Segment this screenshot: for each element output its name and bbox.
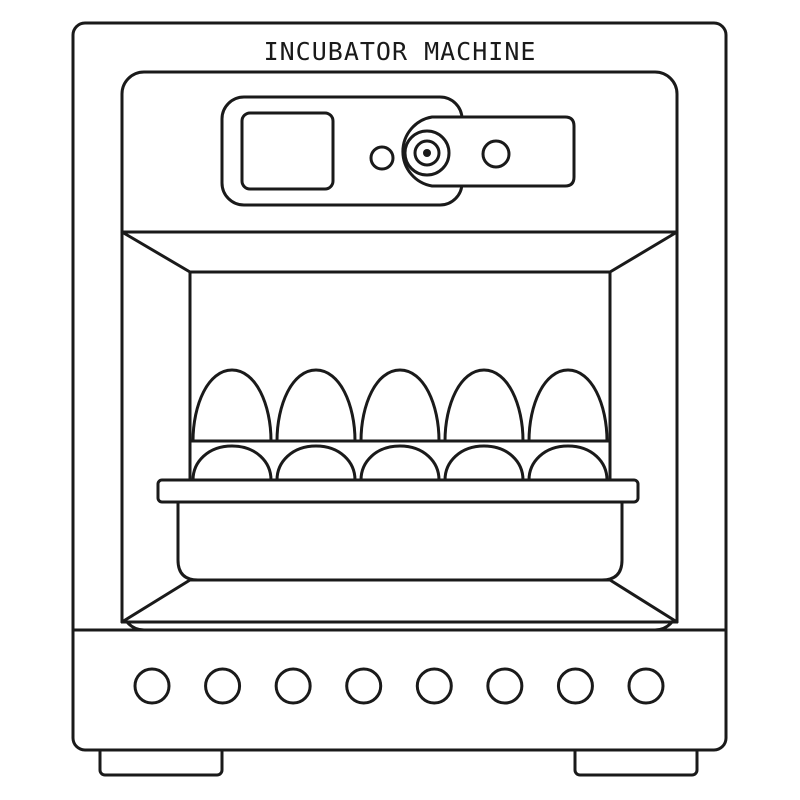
front-button-row xyxy=(133,667,665,705)
front-button-7[interactable] xyxy=(556,667,594,705)
dial-knob-ring xyxy=(413,139,441,167)
front-button-8[interactable] xyxy=(627,667,665,705)
small-knob-left[interactable] xyxy=(369,145,395,171)
front-control-strip xyxy=(71,628,728,705)
chamber-edge-bl xyxy=(120,578,192,624)
front-button-1[interactable] xyxy=(133,667,171,705)
small-knob-right[interactable] xyxy=(481,139,511,169)
egg xyxy=(359,444,441,482)
front-button-5[interactable] xyxy=(415,667,453,705)
control-panel xyxy=(220,95,576,207)
egg xyxy=(527,368,609,443)
front-button-3[interactable] xyxy=(274,667,312,705)
chamber-edge-tr xyxy=(608,230,679,274)
egg-tray xyxy=(156,478,640,582)
egg xyxy=(275,368,357,443)
dial-knob-center xyxy=(423,149,431,157)
tray-basin xyxy=(176,498,624,582)
front-button-2[interactable] xyxy=(204,667,242,705)
front-button-4[interactable] xyxy=(345,667,383,705)
egg xyxy=(191,444,273,482)
egg xyxy=(359,368,441,443)
egg-back-row xyxy=(191,368,609,443)
front-button-6[interactable] xyxy=(486,667,524,705)
chamber-edge-tl xyxy=(120,230,192,274)
egg-front-row xyxy=(191,444,609,482)
egg xyxy=(527,444,609,482)
display-screen xyxy=(240,111,335,191)
chamber-edge-br xyxy=(608,578,679,624)
tray-rim[interactable] xyxy=(156,478,640,504)
egg xyxy=(443,368,525,443)
machine-title: INCUBATOR MACHINE xyxy=(264,37,537,66)
egg xyxy=(443,444,525,482)
egg xyxy=(191,368,273,443)
egg xyxy=(275,444,357,482)
